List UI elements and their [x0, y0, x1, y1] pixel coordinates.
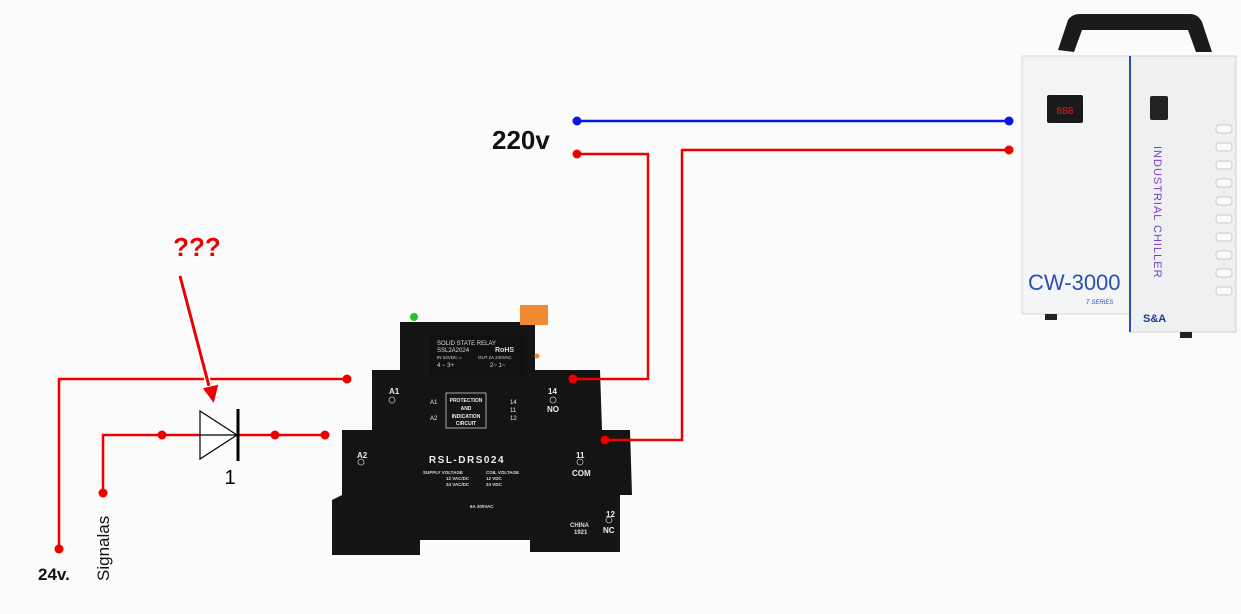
- circuit-11: 11: [510, 408, 517, 414]
- relay-top-model: SSL2A2024: [437, 348, 470, 354]
- wire-24v-to-a1: [57, 377, 347, 549]
- relay-rohs: RoHS: [495, 347, 514, 354]
- circuit-text-3: INDICATION: [452, 414, 481, 420]
- relay-pins-left: 4 − 3+: [437, 363, 455, 369]
- temperature-display: [1047, 95, 1083, 123]
- relay-rating: 6A 300VAC: [470, 504, 494, 509]
- relay-year: 1921: [574, 530, 588, 536]
- coil-2: 24 VDC: [486, 482, 503, 487]
- wire-terminals: [54, 116, 1014, 554]
- supply-2: 24 VAC/DC: [446, 482, 470, 487]
- relay-pins-right: 2~ 1~: [490, 363, 506, 369]
- wire-com-to-chiller: [605, 148, 1009, 442]
- supply-1: 12 VAC/DC: [446, 476, 470, 481]
- circuit-text-2: AND: [461, 406, 472, 412]
- question-label: ???: [173, 232, 221, 262]
- circuit-text-4: CIRCUIT: [456, 421, 476, 427]
- diode-label: 1: [224, 467, 235, 489]
- pin-11-label: 11: [576, 451, 585, 460]
- wires: [57, 119, 1009, 549]
- pin-12-label: 12: [606, 510, 615, 519]
- pin-no-label: NO: [547, 405, 559, 414]
- coil-title: COIL VOLTAGE: [486, 470, 519, 475]
- circuit-text-1: PROTECTION: [450, 398, 483, 404]
- led-icon: [410, 313, 418, 321]
- coil-1: 12 VDC: [486, 476, 503, 481]
- pin-nc-label: NC: [603, 526, 615, 535]
- chiller-image: 888 CW-3000 T SERIES S&A INDUSTRIAL CHIL…: [1021, 14, 1237, 338]
- circuit-14: 14: [510, 400, 517, 406]
- circuit-a1: A1: [430, 400, 438, 406]
- chiller-side-text: INDUSTRIAL CHILLER: [1151, 146, 1163, 279]
- relay-origin: CHINA: [570, 523, 590, 529]
- wire-signal-to-diode: [101, 433, 200, 493]
- relay-top-title: SOLID STATE RELAY: [437, 341, 496, 347]
- label-24v: 24v.: [38, 565, 70, 584]
- pin-com-label: COM: [572, 469, 591, 478]
- display-digits: 888: [1057, 106, 1074, 117]
- chiller-series: T SERIES: [1086, 300, 1113, 306]
- pin-a1-label: A1: [389, 387, 400, 396]
- arrow-icon: [177, 275, 220, 406]
- diode-icon: [199, 409, 240, 461]
- relay-out-rating: OUT 2A 240VAC: [478, 355, 512, 360]
- label-signal: Signalas: [94, 516, 113, 581]
- wire-220-to-no: [573, 152, 650, 381]
- chiller-model: CW-3000: [1028, 270, 1121, 295]
- relay-in-rating: IN 24VDC ═: [437, 355, 463, 360]
- relay-model: RSL-DRS024: [429, 455, 505, 466]
- supply-title: SUPPLY VOLTAGE: [423, 470, 463, 475]
- relay-image: SOLID STATE RELAY SSL2A2024 RoHS IN 24VD…: [332, 305, 632, 555]
- relay-clip: [520, 305, 548, 325]
- circuit-12: 12: [510, 416, 517, 422]
- pin-14-label: 14: [548, 387, 557, 396]
- power-switch-icon: [1150, 96, 1168, 120]
- circuit-a2: A2: [430, 416, 438, 422]
- label-220v: 220v: [492, 125, 550, 155]
- chiller-brand: S&A: [1143, 313, 1166, 325]
- pin-a2-label: A2: [357, 451, 368, 460]
